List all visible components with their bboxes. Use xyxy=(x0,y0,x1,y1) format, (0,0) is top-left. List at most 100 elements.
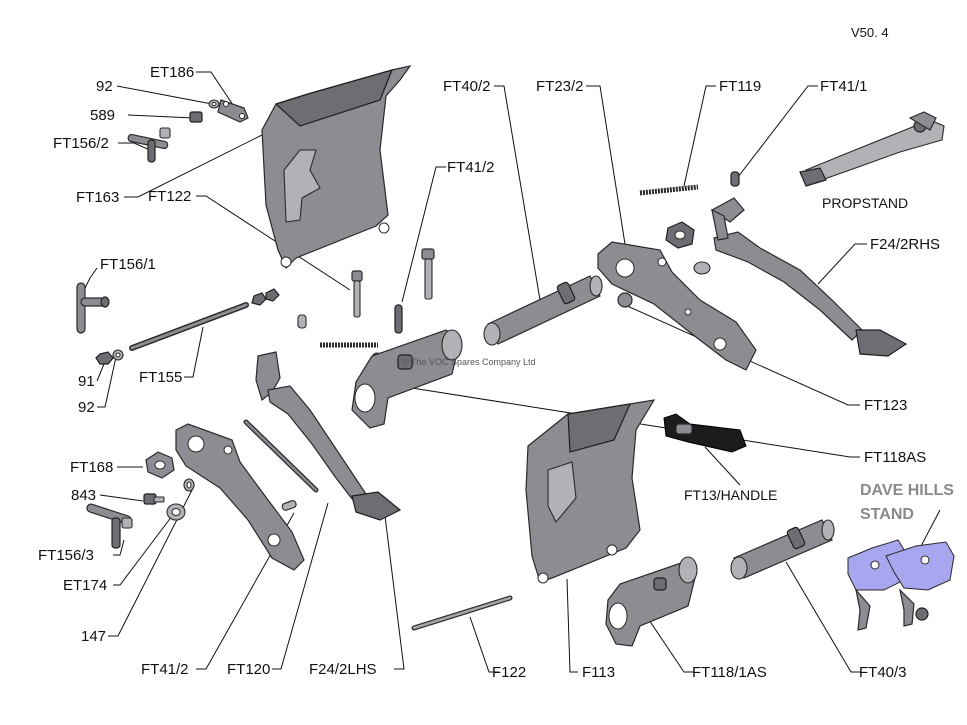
leader-ft122-top xyxy=(196,195,351,291)
leader-f113 xyxy=(566,578,578,673)
et174-bush xyxy=(166,503,186,521)
nut-large-right xyxy=(665,221,695,249)
leader-ft156-1 xyxy=(83,267,98,291)
leader-ft118-1as xyxy=(646,616,694,673)
ft120-pin xyxy=(281,500,297,511)
label-et186: ET186 xyxy=(150,64,195,81)
nut-91 xyxy=(95,351,114,365)
ft156-3-pin xyxy=(86,503,133,549)
label-ft41-2-bottom: FT41/2 xyxy=(141,661,189,678)
leader-147 xyxy=(108,487,194,637)
ft168-nut xyxy=(145,451,175,479)
label-ft123: FT123 xyxy=(864,397,908,414)
label-dave-hills-line1: DAVE HILLS xyxy=(860,482,954,499)
label-ft118as: FT118AS xyxy=(864,449,927,466)
leader-ft155 xyxy=(184,326,204,378)
label-92-bottom: 92 xyxy=(78,399,95,416)
leader-ft23-2 xyxy=(586,85,626,245)
leader-ft120 xyxy=(272,502,329,670)
label-f24-2lhs: F24/2LHS xyxy=(309,661,377,678)
f122-rod xyxy=(411,595,513,631)
et186-link xyxy=(217,99,249,123)
ft156-1-pin xyxy=(76,282,110,334)
washer-92-top xyxy=(208,99,220,109)
label-ft156-3: FT156/3 xyxy=(38,547,94,564)
leader-91 xyxy=(96,363,105,382)
label-propstand: PROPSTAND xyxy=(822,195,909,211)
label-91: 91 xyxy=(78,373,95,390)
left-stand-plate xyxy=(175,423,305,571)
label-ft13-handle: FT13/HANDLE xyxy=(684,487,778,503)
label-ft119: FT119 xyxy=(719,78,762,95)
leader-ft41-2-top xyxy=(401,166,446,303)
ft41-2-bottom-rod xyxy=(243,419,319,493)
f113-guard xyxy=(525,399,656,584)
label-147: 147 xyxy=(81,628,107,645)
ft40-2-spindle xyxy=(483,275,603,346)
label-f113: F113 xyxy=(582,664,616,681)
leader-ft40-2 xyxy=(494,85,541,301)
ft13-handle xyxy=(663,413,747,453)
leader-ft118as xyxy=(379,382,860,458)
leader-ft13 xyxy=(704,446,741,486)
label-ft23-2: FT23/2 xyxy=(536,78,584,95)
label-f24-2rhs: F24/2RHS xyxy=(870,236,941,253)
version-label: V50. 4 xyxy=(851,25,889,40)
label-843: 843 xyxy=(71,487,97,504)
ft23-2-plate xyxy=(597,241,757,371)
leader-92-top xyxy=(116,85,213,105)
ft118-1as-housing xyxy=(605,556,698,647)
label-ft163: FT163 xyxy=(76,189,120,206)
washer-147 xyxy=(183,478,195,492)
leader-ft156-2 xyxy=(118,142,151,151)
label-ft118-1as: FT118/1AS xyxy=(692,664,767,681)
f24-2rhs-leg xyxy=(710,197,908,357)
label-589: 589 xyxy=(90,107,116,124)
ft123-bush xyxy=(617,292,633,308)
leader-ft163 xyxy=(124,134,263,198)
leader-92-bottom xyxy=(97,356,117,408)
washer-92-bottom xyxy=(112,349,124,361)
label-f122: F122 xyxy=(492,664,527,681)
label-ft156-1: FT156/1 xyxy=(100,256,156,273)
leader-ft41-1 xyxy=(737,85,818,178)
ft41-1-pin xyxy=(730,171,740,187)
propstand-illustration xyxy=(799,111,945,187)
bolt-843 xyxy=(143,493,165,505)
nut-589 xyxy=(189,111,203,123)
leader-843 xyxy=(99,494,144,502)
label-ft40-3: FT40/3 xyxy=(859,664,907,681)
leader-lines xyxy=(83,71,941,673)
label-ft41-2-top: FT41/2 xyxy=(447,159,495,176)
label-dave-hills-line2: STAND xyxy=(860,506,914,523)
leader-ft119 xyxy=(683,85,716,187)
copyright-watermark: © The VOC Spares Company Ltd xyxy=(402,357,536,367)
ft41-2-top-spring xyxy=(394,304,403,334)
spacer-right xyxy=(693,261,711,275)
leader-589 xyxy=(127,114,195,119)
leader-et174 xyxy=(113,515,173,586)
ft118as-housing xyxy=(351,329,463,429)
label-ft120: FT120 xyxy=(227,661,271,678)
label-92-top: 92 xyxy=(96,78,113,95)
leader-ft40-3 xyxy=(785,561,861,673)
leader-ft156-3 xyxy=(113,539,125,556)
ft163-guard xyxy=(261,65,412,270)
small-spacer xyxy=(297,314,307,329)
f24-2lhs-leg xyxy=(255,351,402,521)
leader-f24-2lhs xyxy=(383,507,405,670)
label-ft122-top: FT122 xyxy=(148,188,192,205)
ft122-bolts xyxy=(351,248,435,318)
leader-et186 xyxy=(196,71,234,106)
leader-dave-hills xyxy=(919,509,941,549)
ft119-spring xyxy=(639,184,699,196)
label-ft40-2: FT40/2 xyxy=(443,78,491,95)
ft40-3-spindle xyxy=(730,519,835,580)
label-ft156-2: FT156/2 xyxy=(53,135,109,152)
ft156-2-pin xyxy=(127,127,171,163)
dave-hills-stand-illustration xyxy=(847,539,955,631)
label-ft168: FT168 xyxy=(70,459,114,476)
ft155-rod xyxy=(129,302,249,351)
